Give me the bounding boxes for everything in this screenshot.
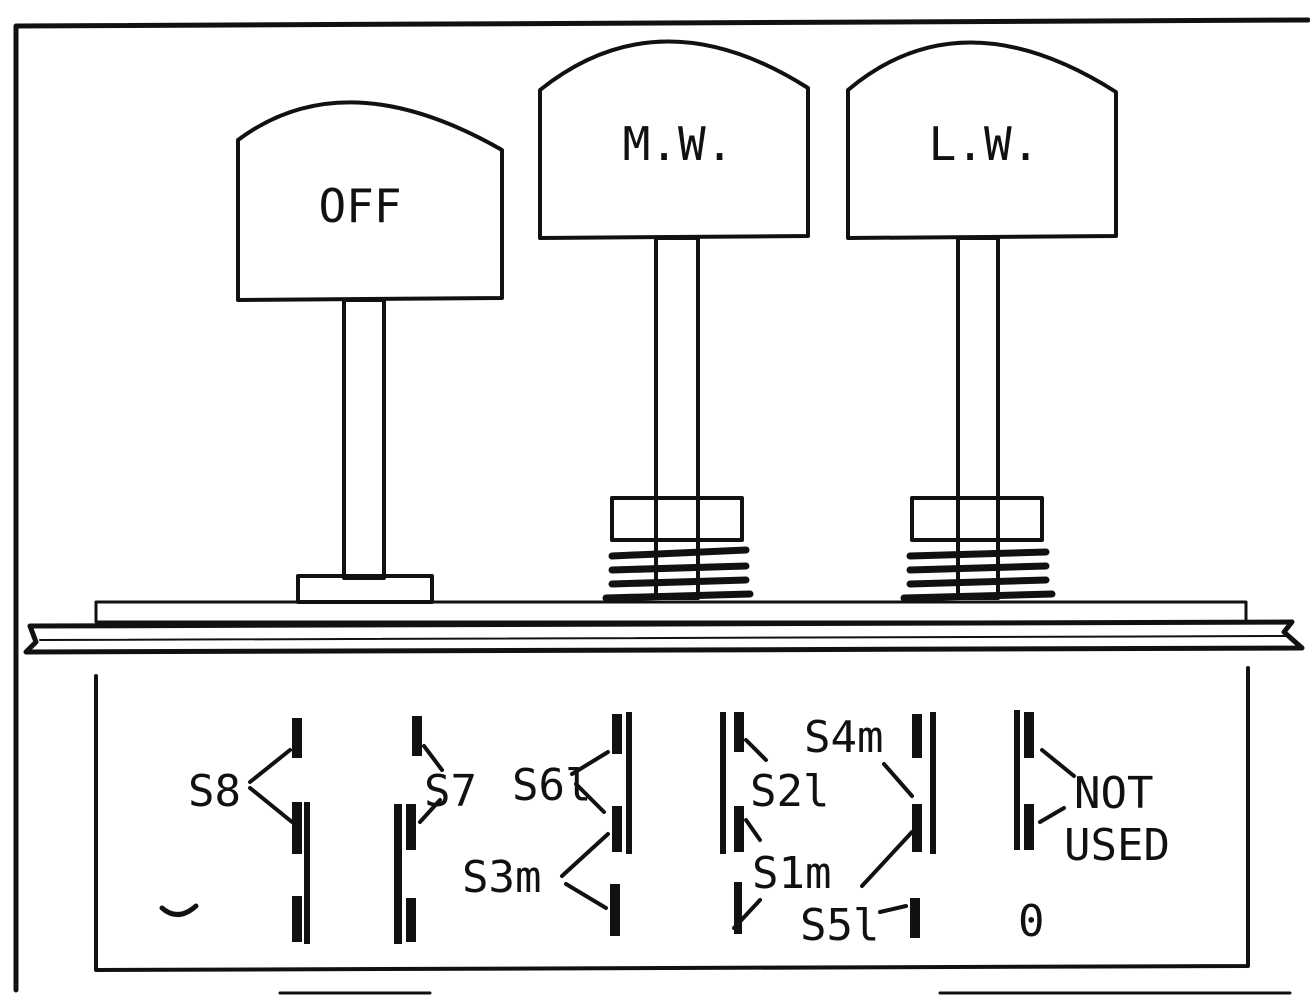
contact-bar <box>406 898 416 942</box>
contact-bar <box>734 882 742 934</box>
leader-line <box>732 738 914 930</box>
mounting-plate <box>23 600 1305 655</box>
outer-frame <box>13 17 1310 995</box>
label-zero: 0 <box>1018 896 1045 947</box>
contact-bar <box>912 804 922 852</box>
contact-bar <box>626 712 632 854</box>
label-s7: S7 <box>424 766 477 817</box>
off-button: OFF <box>236 100 504 604</box>
contact-bar <box>734 806 744 852</box>
lw-button-spring <box>900 548 1056 602</box>
contact-group-not-used: NOT USED 0 <box>1014 710 1170 947</box>
contact-bar <box>292 802 302 854</box>
label-s1m: S1m <box>752 848 831 899</box>
label-s3m: S3m <box>462 852 541 903</box>
contact-bar <box>406 804 416 850</box>
label-s4m: S4m <box>804 712 883 763</box>
contact-bar <box>610 884 620 936</box>
contact-bar <box>292 896 302 942</box>
mw-button: M.W. <box>538 39 810 602</box>
lw-button: L.W. <box>846 40 1118 602</box>
contact-group-s7: S7 <box>394 716 477 944</box>
mw-button-collar <box>610 496 744 542</box>
leader-line <box>560 750 610 910</box>
leader-line <box>1038 748 1076 824</box>
hook-mark <box>159 903 199 917</box>
contact-bar <box>612 714 622 754</box>
lw-button-shaft <box>956 236 1000 600</box>
label-s8: S8 <box>188 766 241 817</box>
contact-bar <box>1024 712 1034 758</box>
mw-button-shaft <box>654 236 700 600</box>
contact-bar <box>304 802 310 944</box>
label-not-used-line2: USED <box>1064 820 1170 871</box>
contact-bar <box>412 716 422 756</box>
contact-group-s8: S8 <box>188 718 310 944</box>
lw-button-label: L.W. <box>929 117 1040 171</box>
off-button-base <box>296 574 434 604</box>
contact-bar <box>912 714 922 758</box>
contact-group-s6l-s3m: S6l S3m <box>462 712 632 936</box>
contact-bar <box>734 712 744 752</box>
contact-bar <box>612 806 622 852</box>
contact-bar <box>1014 710 1020 850</box>
label-not-used-line1: NOT <box>1074 768 1153 819</box>
contact-bar <box>910 898 920 938</box>
contact-box <box>94 666 1250 972</box>
contact-bar <box>930 712 936 854</box>
label-s6l: S6l <box>512 760 591 811</box>
contact-bar <box>1024 804 1034 850</box>
contact-bar <box>720 712 726 854</box>
leader-line <box>248 748 294 824</box>
lw-button-collar <box>910 496 1044 542</box>
off-button-label: OFF <box>318 179 401 233</box>
mw-button-label: M.W. <box>623 117 734 171</box>
contact-group-s2l-s1m-s4m-s5l: S4m S2l S1m S5l <box>720 712 936 951</box>
mw-button-spring <box>602 546 754 602</box>
label-s5l: S5l <box>800 900 879 951</box>
label-s2l: S2l <box>750 766 829 817</box>
off-button-shaft <box>342 298 386 580</box>
leader-line <box>418 744 444 824</box>
contact-bar <box>394 804 402 944</box>
contact-bar <box>292 718 302 758</box>
